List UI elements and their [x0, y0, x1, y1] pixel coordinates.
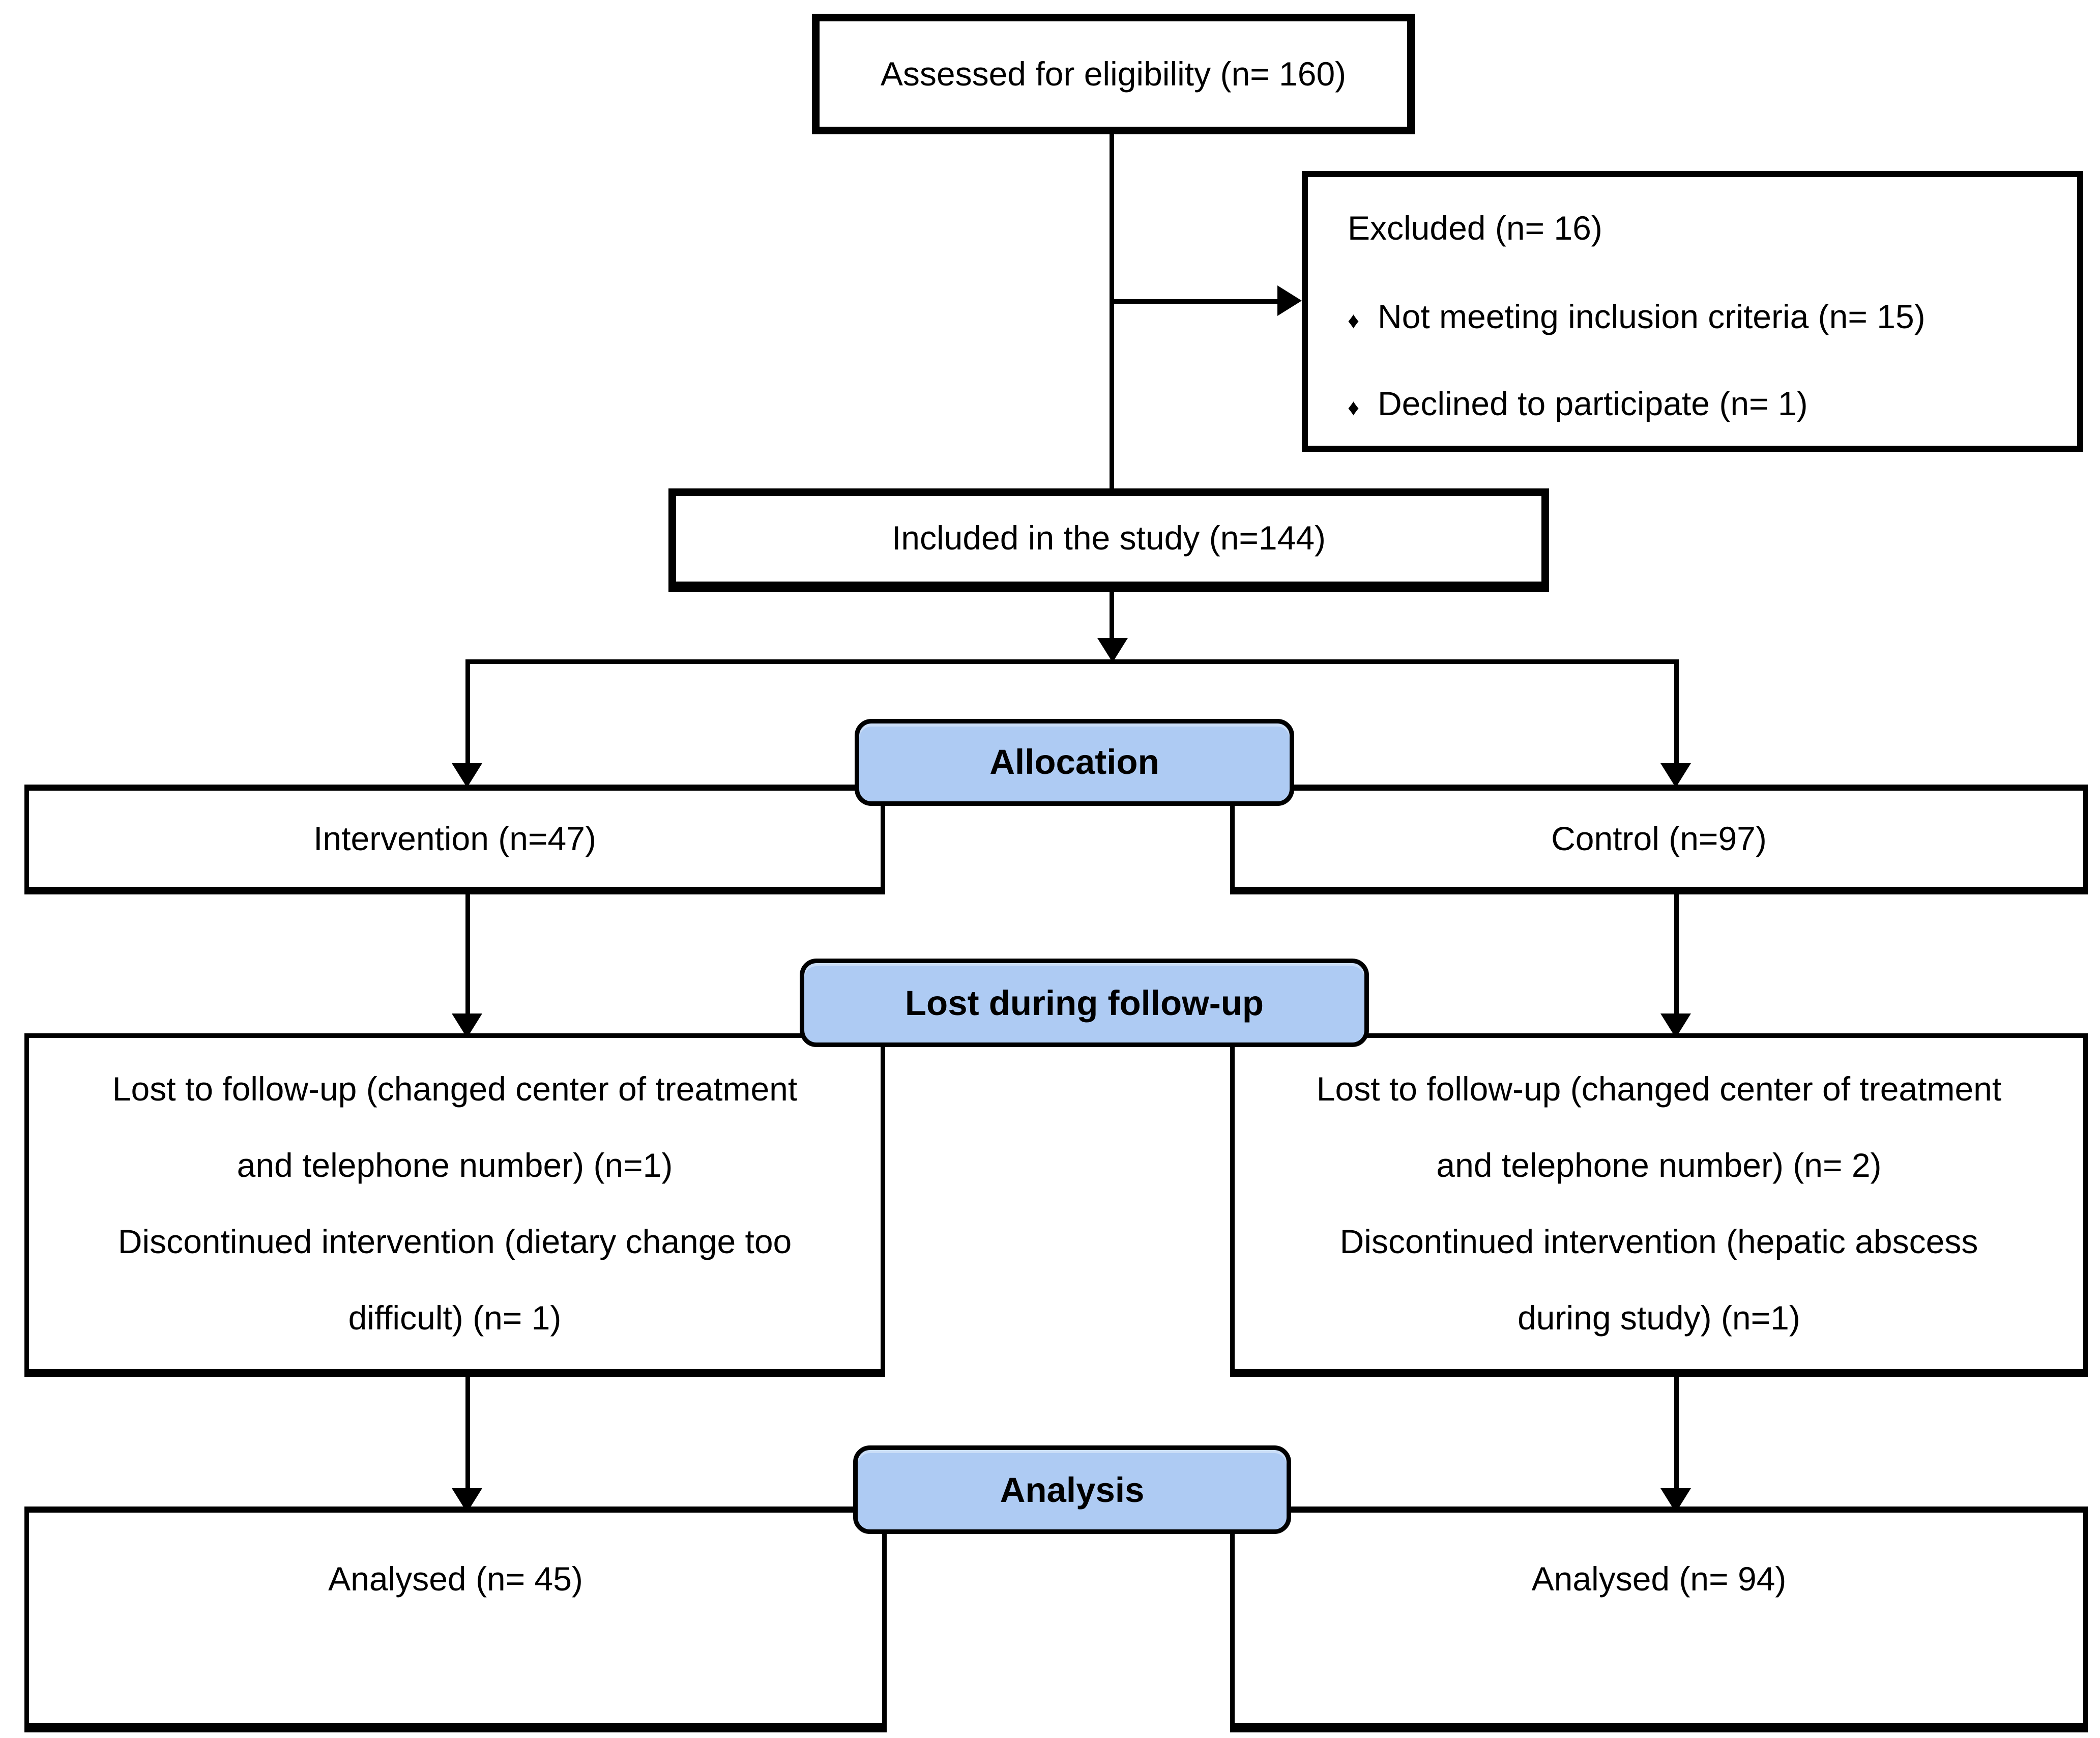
lost-line: difficult) (n= 1) [348, 1298, 562, 1337]
lost-line: during study) (n=1) [1518, 1298, 1800, 1337]
lost-line: Lost to follow-up (changed center of tre… [112, 1069, 798, 1108]
excluded-content: Excluded (n= 16) ♦ Not meeting inclusion… [1308, 177, 2077, 425]
excluded-bullet-text: Declined to participate (n= 1) [1377, 385, 1808, 423]
assessed-text: Assessed for eligibility (n= 160) [880, 54, 1347, 93]
analysed-intervention-text: Analysed (n= 45) [328, 1560, 583, 1598]
analysed-control-text: Analysed (n= 94) [1531, 1560, 1787, 1598]
analysed-control-box: Analysed (n= 94) [1230, 1507, 2088, 1732]
assessed-for-eligibility-box: Assessed for eligibility (n= 160) [812, 14, 1415, 134]
lost-during-followup-stage-ribbon: Lost during follow-up [800, 959, 1369, 1047]
connector-branch-to-intervention [465, 659, 470, 766]
control-box: Control (n=97) [1230, 785, 2088, 894]
connector-control-to-lost [1674, 894, 1679, 1017]
arrowhead-lost-intervention [452, 1013, 482, 1038]
included-in-study-box: Included in the study (n=144) [668, 488, 1549, 592]
connector-assessed-to-included [1110, 134, 1114, 488]
excluded-bullet-item: ♦ Declined to participate (n= 1) [1348, 383, 2065, 425]
lost-line: Lost to follow-up (changed center of tre… [1316, 1069, 2002, 1108]
intervention-box: Intervention (n=47) [24, 785, 885, 894]
connector-branch-to-control [1674, 659, 1679, 766]
lost-followup-control-content: Lost to follow-up (changed center of tre… [1235, 1038, 2083, 1369]
lost-line: and telephone number) (n=1) [237, 1145, 673, 1184]
analysis-stage-ribbon: Analysis [853, 1445, 1291, 1534]
control-text: Control (n=97) [1551, 819, 1767, 858]
lost-line: Discontinued intervention (dietary chang… [118, 1222, 792, 1260]
arrowhead-control [1660, 763, 1691, 788]
lost-followup-intervention-box: Lost to follow-up (changed center of tre… [24, 1033, 885, 1377]
connector-lost-to-analysed-intervention [465, 1377, 470, 1491]
lost-followup-intervention-content: Lost to follow-up (changed center of tre… [29, 1038, 881, 1369]
included-text: Included in the study (n=144) [891, 519, 1326, 558]
lost-line: and telephone number) (n= 2) [1436, 1145, 1882, 1184]
branch-line [465, 659, 1679, 664]
excluded-box: Excluded (n= 16) ♦ Not meeting inclusion… [1302, 171, 2083, 452]
diamond-bullet-icon: ♦ [1348, 307, 1359, 334]
arrowhead-analysed-intervention [452, 1488, 482, 1513]
lost-followup-control-box: Lost to follow-up (changed center of tre… [1230, 1033, 2088, 1377]
allocation-label: Allocation [989, 742, 1159, 781]
excluded-bullet-text: Not meeting inclusion criteria (n= 15) [1377, 297, 1926, 335]
arrowhead-analysed-control [1660, 1488, 1691, 1513]
arrowhead-branch [1097, 638, 1128, 662]
arrowhead-intervention [452, 763, 482, 788]
arrowhead-excluded [1277, 285, 1302, 316]
intervention-text: Intervention (n=47) [313, 819, 596, 858]
excluded-title: Excluded (n= 16) [1348, 209, 1602, 247]
connector-lost-to-analysed-control [1674, 1377, 1679, 1491]
analysed-intervention-box: Analysed (n= 45) [24, 1507, 887, 1732]
connector-intervention-to-lost [465, 894, 470, 1017]
connector-to-excluded [1110, 299, 1280, 304]
lost-during-followup-label: Lost during follow-up [905, 982, 1264, 1022]
lost-line: Discontinued intervention (hepatic absce… [1339, 1222, 1978, 1260]
analysis-label: Analysis [1000, 1469, 1145, 1509]
excluded-bullet-item: ♦ Not meeting inclusion criteria (n= 15) [1348, 296, 2065, 338]
arrowhead-lost-control [1660, 1013, 1691, 1038]
allocation-stage-ribbon: Allocation [855, 719, 1294, 806]
diamond-bullet-icon: ♦ [1348, 395, 1359, 421]
connector-included-to-branch [1110, 592, 1114, 644]
